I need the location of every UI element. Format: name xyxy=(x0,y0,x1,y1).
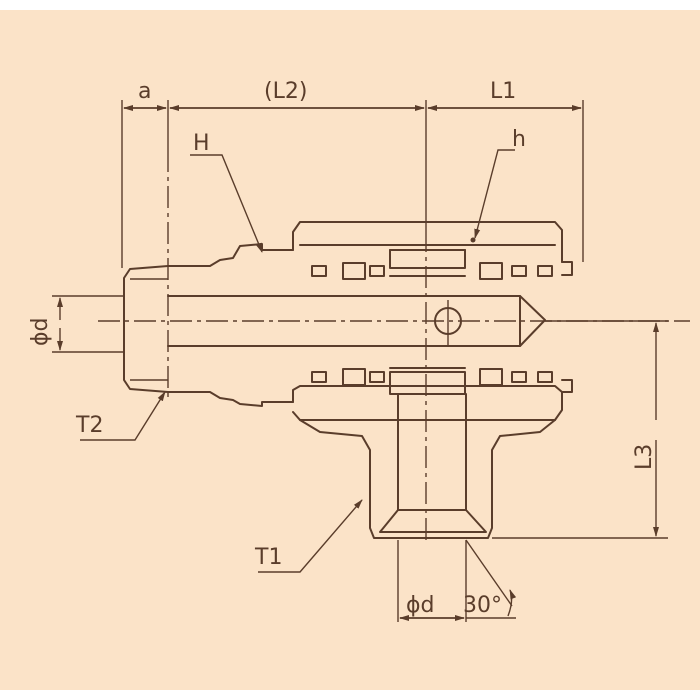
label-L2: (L2) xyxy=(264,79,307,104)
label-T1: T1 xyxy=(254,545,282,570)
center-lines xyxy=(98,100,690,545)
fitting-body xyxy=(123,221,573,539)
label-d-bottom: ϕd xyxy=(406,593,434,618)
label-L1: L1 xyxy=(490,79,516,104)
label-T2: T2 xyxy=(75,413,103,438)
label-H: H xyxy=(193,131,210,156)
label-L3: L3 xyxy=(632,444,657,470)
dimensions xyxy=(52,100,668,622)
label-d-left: ϕd xyxy=(28,318,53,346)
drawing-background xyxy=(0,10,700,690)
label-a: a xyxy=(138,79,151,104)
leaders xyxy=(80,149,515,573)
label-angle: 30° xyxy=(463,593,502,618)
label-h: h xyxy=(512,127,526,152)
